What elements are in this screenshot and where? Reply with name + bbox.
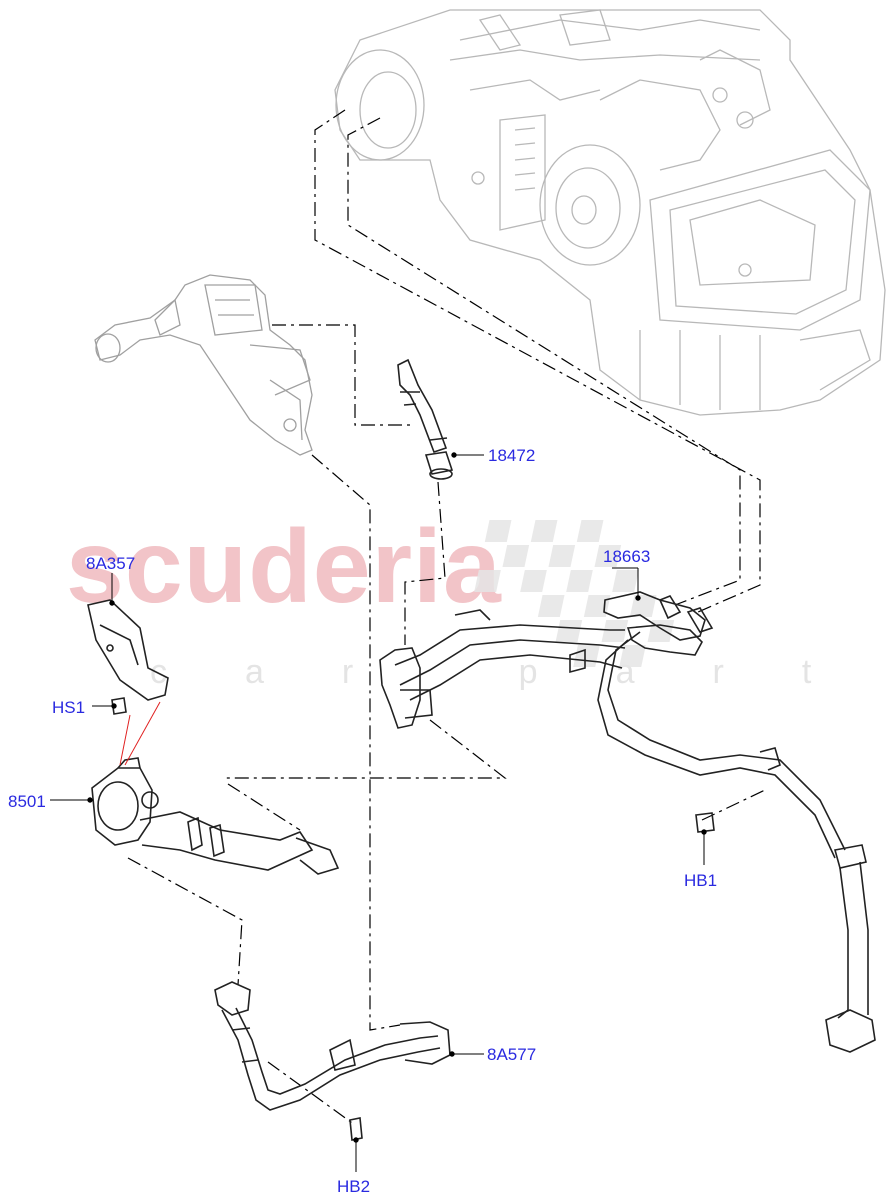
part-8A577-pipe [214,981,451,1111]
part-8501-pump [91,757,340,875]
callout-HS1[interactable]: HS1 [52,698,86,717]
coolant-valve-assembly [94,274,313,456]
callout-18663[interactable]: 18663 [603,547,651,566]
callout-HB1[interactable]: HB1 [684,871,718,890]
part-18663-pipe-assembly [379,591,876,1053]
checkered-flag-watermark [474,520,675,667]
callout-8A357[interactable]: 8A357 [86,554,136,573]
part-8A357-bracket [87,599,169,701]
hvac-unit-faded [334,9,886,416]
callout-18472[interactable]: 18472 [488,446,536,465]
part-18472-hose [397,358,454,480]
red-leader-lines [119,701,161,766]
callout-leaders [50,452,707,1172]
callout-8501[interactable]: 8501 [8,792,46,811]
watermark-brand: scuderia [66,509,502,625]
fastener-bolts [111,697,715,1141]
watermark-tagline: car parts [150,653,888,691]
callout-HB2[interactable]: HB2 [337,1177,371,1196]
construction-lines [127,109,766,1126]
callout-8A577[interactable]: 8A577 [487,1045,537,1064]
